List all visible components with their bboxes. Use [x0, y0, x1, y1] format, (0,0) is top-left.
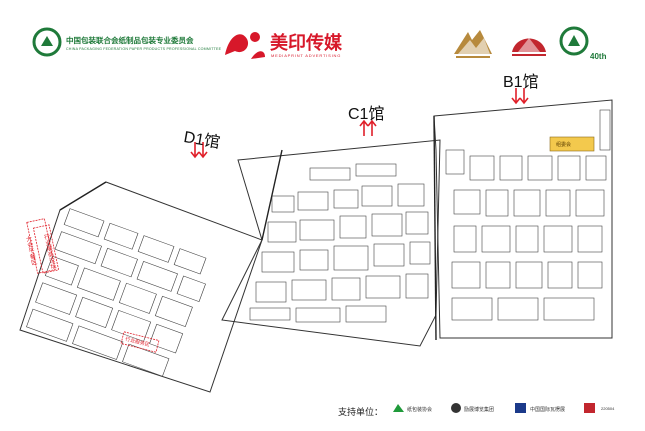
org-name: 中国包装联合会纸制品包装专业委员会 [66, 36, 194, 45]
hall-b1-label: B1馆 [503, 74, 539, 91]
packaging-federation-logo [32, 27, 62, 57]
hall-dividers [59, 115, 437, 341]
footer-code: 220504 [601, 406, 615, 411]
expo-logo-gold [454, 30, 492, 58]
b1-organizer-booth [549, 136, 595, 152]
support-label: 支持单位： [338, 407, 384, 417]
b1-booths [445, 109, 611, 321]
org-subtitle: CHINA PACKAGING FEDERATION PAPER PRODUCT… [66, 47, 222, 51]
hall-c1-label: C1馆 [348, 106, 385, 123]
expo-logo-red [512, 38, 546, 56]
d1-booths [26, 208, 207, 377]
hall-b1-outline [433, 99, 613, 339]
sponsor-2-icon [451, 403, 461, 413]
sponsor-3-name: 中国国际瓦楞展 [530, 407, 566, 413]
sponsor-3-icon [515, 403, 526, 413]
media-subtitle: MEDIAPRINT ADVERTISING [271, 53, 342, 58]
zone-lunch-area: 大会午餐区 [24, 234, 37, 266]
c1-booths [249, 163, 431, 323]
mediaprint-logo [225, 32, 265, 59]
sponsor-1-name: 纸包装协会 [407, 407, 433, 413]
anniversary-badge: 40th [590, 52, 607, 61]
sponsor-4-icon [584, 403, 595, 413]
header: 中国包装联合会纸制品包装专业委员会 CHINA PACKAGING FEDERA… [0, 0, 645, 70]
sponsor-1-icon [393, 404, 404, 412]
anniversary-logo [559, 26, 589, 56]
media-name: 美印传媒 [270, 33, 342, 53]
sponsor-2-name: 励展博览集团 [464, 407, 495, 413]
b1-organizer-label: 组委会 [556, 141, 571, 148]
entrance-arrows [190, 88, 529, 159]
d1-special-zones [26, 218, 160, 353]
